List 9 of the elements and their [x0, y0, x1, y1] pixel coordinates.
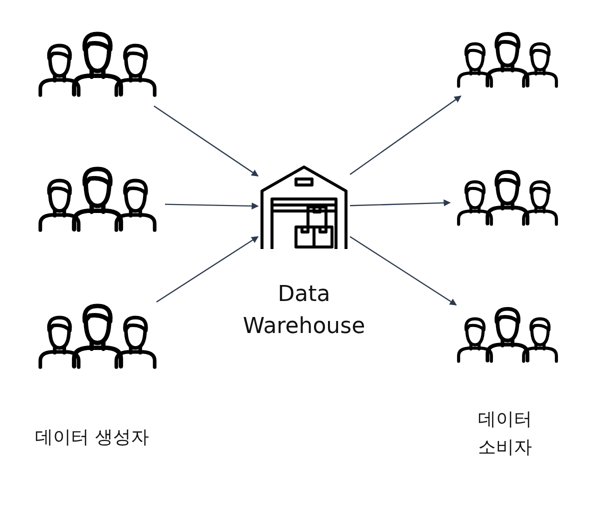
arrow — [164, 202, 259, 210]
arrow — [156, 236, 259, 302]
arrow — [350, 96, 462, 175]
arrow — [350, 236, 457, 306]
caption-text: Data Warehouse — [242, 281, 366, 341]
group-label: 데이터 소비자 — [477, 408, 533, 460]
arrow — [154, 106, 259, 177]
arrow — [350, 199, 451, 206]
group-label: 데이터 생성자 — [34, 426, 150, 450]
